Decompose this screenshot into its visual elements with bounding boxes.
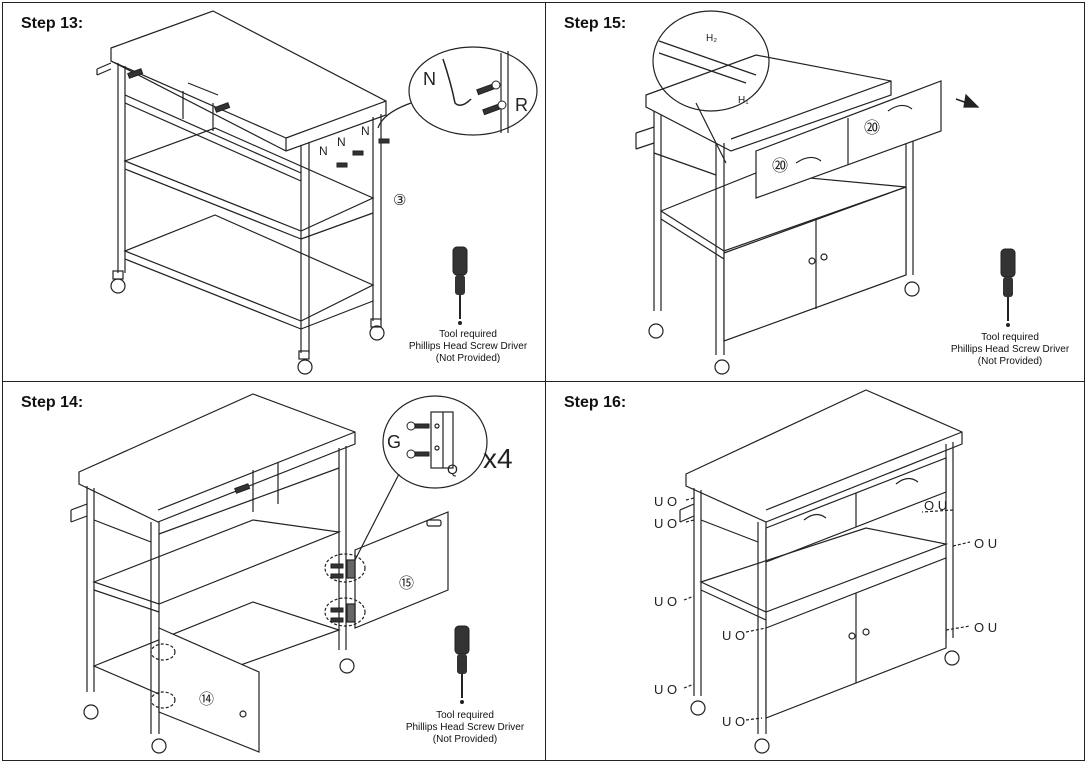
bumper-label-right-3: O U [974,620,997,635]
zoom-label-g: G [387,432,401,452]
step-13-illustration: N N N N R ③ [96,10,538,375]
zoom-label-n: N [423,69,436,89]
screw-icon [127,68,507,168]
step-15-title: Step 15: [564,15,627,32]
tool-line-1: Tool required [436,710,494,721]
tool-required-note: Tool required Phillips Head Screw Driver… [403,329,533,365]
screw-icon [234,421,430,623]
screwdriver-icon [1000,248,1016,327]
step-16-panel: Step 16: [545,381,1085,761]
door-number-15: ⑮ [399,575,414,592]
step-13-panel: Step 13: [2,2,546,382]
bumper-label-right-1: O U [924,498,947,513]
bumper-label-left-6: U O [722,714,745,729]
zoom-label-r: R [515,95,528,115]
step-14-title: Step 14: [21,394,84,411]
tool-line-2: Phillips Head Screw Driver [950,344,1070,355]
label-n1: N [319,144,328,158]
tool-line-2: Phillips Head Screw Driver [408,341,528,352]
step-13-title: Step 13: [21,15,84,32]
drawer-number-left: ⑳ [772,157,788,175]
step-16-title: Step 16: [564,394,627,411]
caster-wheel-icon [690,650,960,754]
step-15-panel: Step 15: [545,2,1085,382]
tool-line-3: (Not Provided) [977,356,1043,367]
zoom-callout [382,395,488,489]
tool-line-2: Phillips Head Screw Driver [405,722,525,733]
tool-line-3: (Not Provided) [435,353,501,364]
step-14-illustration: G Q x4 ⑮ ⑭ [70,393,513,754]
screwdriver-icon [452,246,468,325]
label-h2: H₂ [706,33,717,44]
caster-wheel-icon [83,658,355,754]
step-14-panel: Step 14: [2,381,546,761]
bumper-label-left-2: U O [654,516,677,531]
screwdriver-icon [454,625,470,704]
tool-required-note: Tool required Phillips Head Screw Driver… [944,332,1076,368]
zoom-callout [408,46,538,136]
tool-required-note: Tool required Phillips Head Screw Driver… [399,710,531,746]
caster-wheel-icon [110,270,385,375]
tool-line-1: Tool required [981,332,1039,343]
tool-line-1: Tool required [439,329,497,340]
door-number-14: ⑭ [199,691,214,708]
zoom-callout [652,10,770,112]
step-15-illustration: H₂ H₁ ⑳ ⑳ [635,10,1016,375]
label-n3: N [361,124,370,138]
step-16-illustration: U O U O U O U O U O U O O U O U O U [654,389,997,754]
zoom-label-q: Q [447,461,458,477]
label-h1: H₁ [738,95,749,106]
caster-wheel-icon [648,281,920,375]
quantity-x4: x4 [483,443,513,474]
part-number-3: ③ [393,192,406,209]
bumper-label-left-5: U O [654,682,677,697]
bumper-label-left-4: U O [722,628,745,643]
drawer-number-right: ⑳ [864,119,880,137]
label-n2: N [337,135,346,149]
bumper-label-right-2: O U [974,536,997,551]
tool-line-3: (Not Provided) [432,734,498,745]
bumper-label-left-1: U O [654,494,677,509]
hinge-icon [346,559,356,623]
bumper-label-left-3: U O [654,594,677,609]
